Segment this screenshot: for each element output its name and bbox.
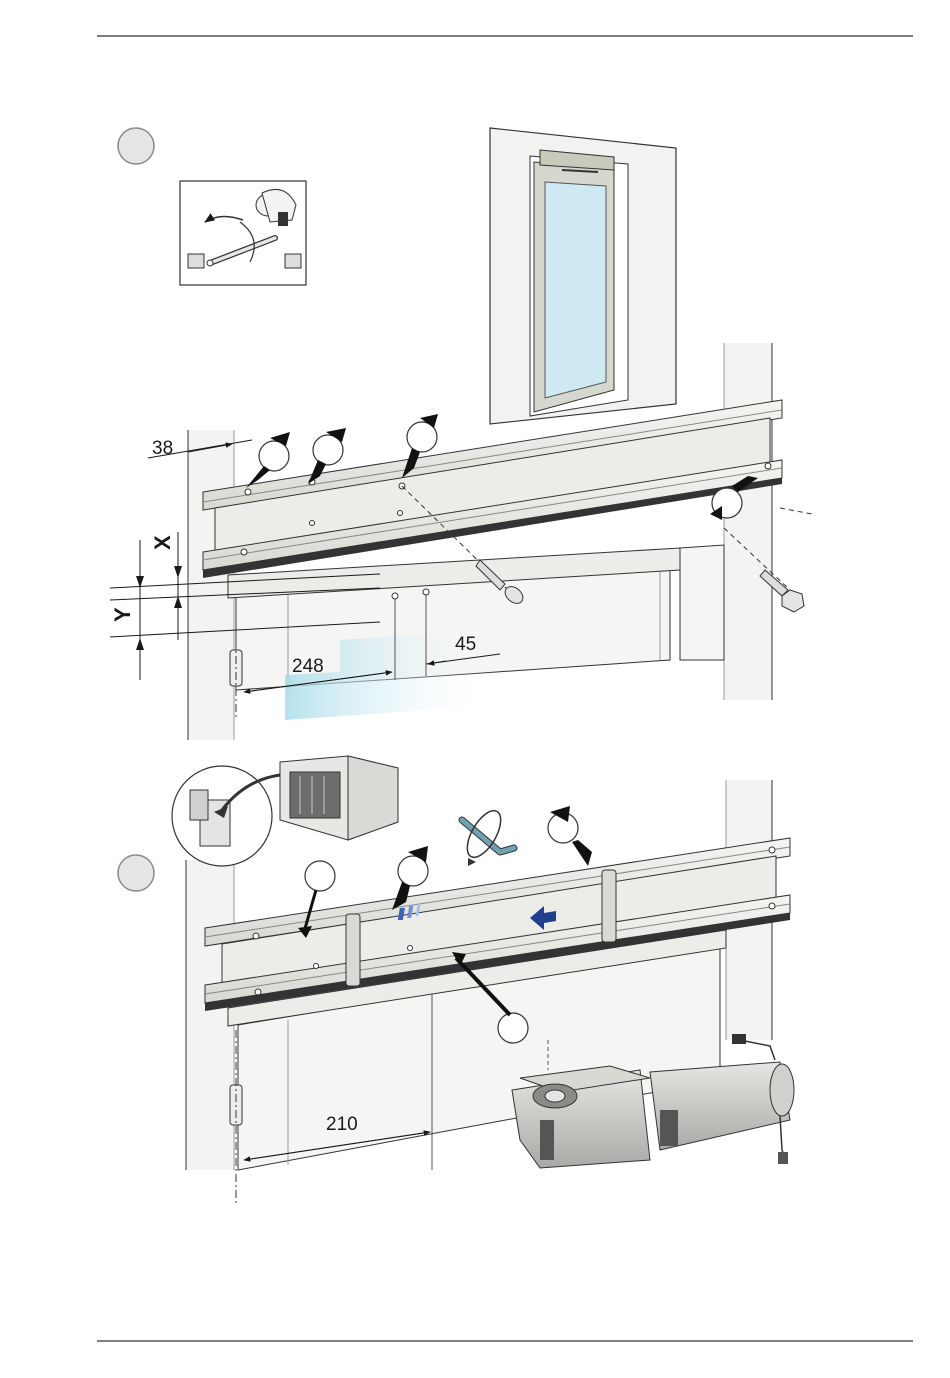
control-unit bbox=[280, 756, 398, 840]
dim-210-label: 210 bbox=[326, 1114, 358, 1135]
dim-248-label: 248 bbox=[292, 656, 324, 677]
dim-45-label: 45 bbox=[455, 634, 476, 655]
step-circle-icon bbox=[118, 128, 154, 164]
dim-y-label: Y bbox=[110, 607, 135, 622]
door-overview bbox=[490, 128, 676, 424]
dim-38-label: 38 bbox=[152, 438, 173, 459]
dim-x-label: X bbox=[150, 535, 175, 550]
step-circle-icon bbox=[118, 855, 154, 891]
zoom-detail bbox=[172, 766, 280, 866]
inset-remove-arm bbox=[180, 181, 306, 285]
hex-key-icon bbox=[461, 805, 514, 866]
